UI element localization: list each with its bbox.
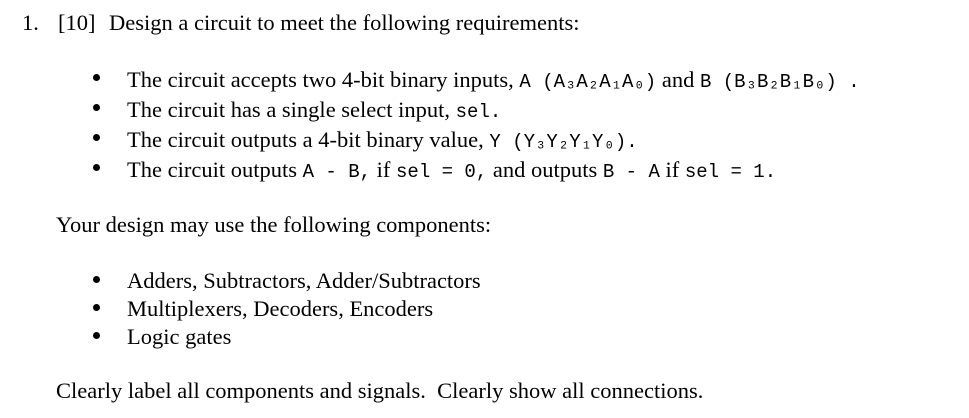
requirement-item: The circuit outputs A - B, if sel = 0, a… (127, 156, 776, 186)
requirement-text: The circuit accepts two 4-bit binary inp… (127, 67, 520, 92)
requirement-code: Y (Y₃Y₂Y₁Y₀). (489, 131, 638, 153)
component-item: Logic gates (127, 324, 232, 349)
requirement-item: The circuit accepts two 4-bit binary inp… (127, 66, 860, 96)
requirement-text: The circuit outputs a 4-bit binary value… (127, 127, 490, 152)
component-item: Multiplexers, Decoders, Encoders (127, 296, 434, 321)
requirement-text: The circuit has a single select input, (127, 97, 456, 122)
bullet-icon (93, 134, 100, 141)
requirement-item: The circuit outputs a 4-bit binary value… (127, 126, 638, 156)
requirement-code: sel. (455, 101, 502, 123)
requirement-text: if (371, 157, 397, 182)
bullet-icon (93, 276, 100, 283)
requirement-code: A (A₃A₂A₁A₀) (519, 71, 657, 93)
requirement-text: if (659, 157, 685, 182)
question-number: 1. (22, 10, 39, 35)
requirement-code: B (B₃B₂B₁B₀) . (699, 71, 860, 93)
requirement-text: and (656, 67, 700, 92)
requirement-code: B - A (602, 161, 660, 183)
bullet-icon (93, 104, 100, 111)
question-title: Design a circuit to meet the following r… (109, 10, 580, 35)
components-intro: Your design may use the following compon… (56, 212, 492, 237)
component-item: Adders, Subtractors, Adder/Subtractors (127, 268, 481, 293)
requirement-item: The circuit has a single select input, s… (127, 96, 501, 126)
requirement-code: A - B, (302, 161, 372, 183)
bullet-icon (93, 74, 100, 81)
instruction-text: Clearly label all components and signals… (56, 378, 704, 403)
bullet-icon (93, 332, 100, 339)
requirement-text: and outputs (487, 157, 603, 182)
requirement-code: sel = 0, (396, 161, 488, 183)
bullet-icon (93, 164, 100, 171)
question-points: [10] (58, 10, 96, 35)
requirement-code: sel = 1. (684, 161, 777, 183)
bullet-icon (93, 304, 100, 311)
requirement-text: The circuit outputs (127, 157, 303, 182)
